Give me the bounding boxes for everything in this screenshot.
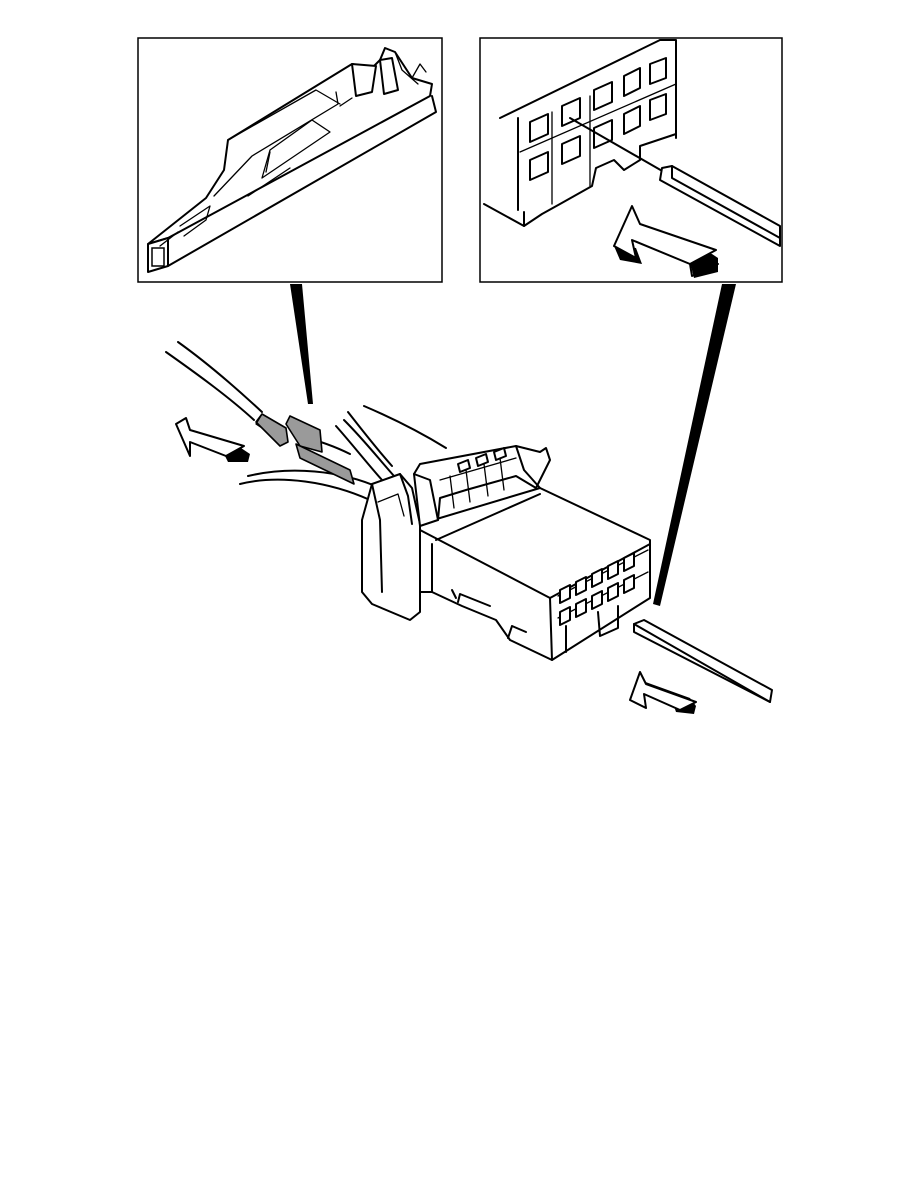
cavity-detail-inset xyxy=(479,37,783,283)
connector-assembly xyxy=(165,341,773,714)
cavity-callout-leader xyxy=(653,284,736,606)
latch-slots xyxy=(449,447,507,509)
connector-housing xyxy=(361,445,651,661)
terminal-detail-inset xyxy=(137,37,443,283)
cavity-row-bottom xyxy=(529,93,667,181)
connector-face-enlarged xyxy=(483,39,781,247)
cavity-face xyxy=(557,549,649,653)
terminal-pin xyxy=(255,413,355,485)
terminal-callout-leader xyxy=(290,284,313,404)
insertion-arrow-icon xyxy=(613,205,719,278)
probe-tool xyxy=(569,117,781,247)
terminal-pin-enlarged xyxy=(147,47,437,273)
probe-tool-main xyxy=(633,619,773,703)
insertion-arrow-left-icon xyxy=(175,417,250,462)
insertion-arrow-right-icon xyxy=(629,671,697,714)
cavity-row-top xyxy=(529,57,667,143)
